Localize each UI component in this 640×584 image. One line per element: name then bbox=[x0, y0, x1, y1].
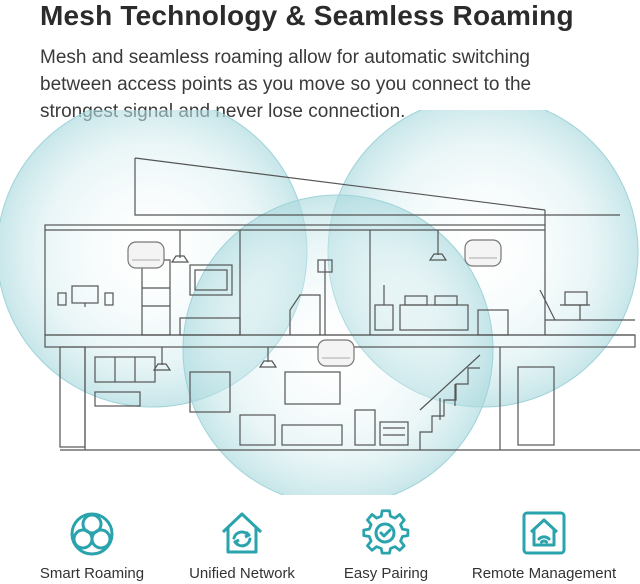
feature-smart-roaming: Smart Roaming bbox=[12, 500, 172, 582]
easy-pairing-icon bbox=[362, 509, 410, 555]
feature-label: Smart Roaming bbox=[39, 565, 145, 582]
access-point-left bbox=[127, 241, 165, 269]
feature-label: Unified Network bbox=[189, 565, 295, 582]
smart-roaming-icon bbox=[70, 512, 114, 556]
feature-label: Remote Management bbox=[471, 565, 617, 582]
feature-row: Smart Roaming Unified Network Easy Pairi… bbox=[0, 500, 640, 584]
feature-easy-pairing: Easy Pairing bbox=[306, 500, 466, 582]
feature-remote-management: Remote Management bbox=[464, 500, 624, 582]
house-illustration bbox=[0, 110, 640, 495]
feature-label: Easy Pairing bbox=[343, 565, 429, 582]
page-title: Mesh Technology & Seamless Roaming bbox=[40, 0, 574, 31]
unified-network-icon bbox=[221, 512, 263, 554]
remote-management-icon bbox=[522, 511, 566, 555]
access-point-right bbox=[464, 239, 502, 267]
feature-unified-network: Unified Network bbox=[162, 500, 322, 582]
access-point-center bbox=[317, 339, 355, 367]
